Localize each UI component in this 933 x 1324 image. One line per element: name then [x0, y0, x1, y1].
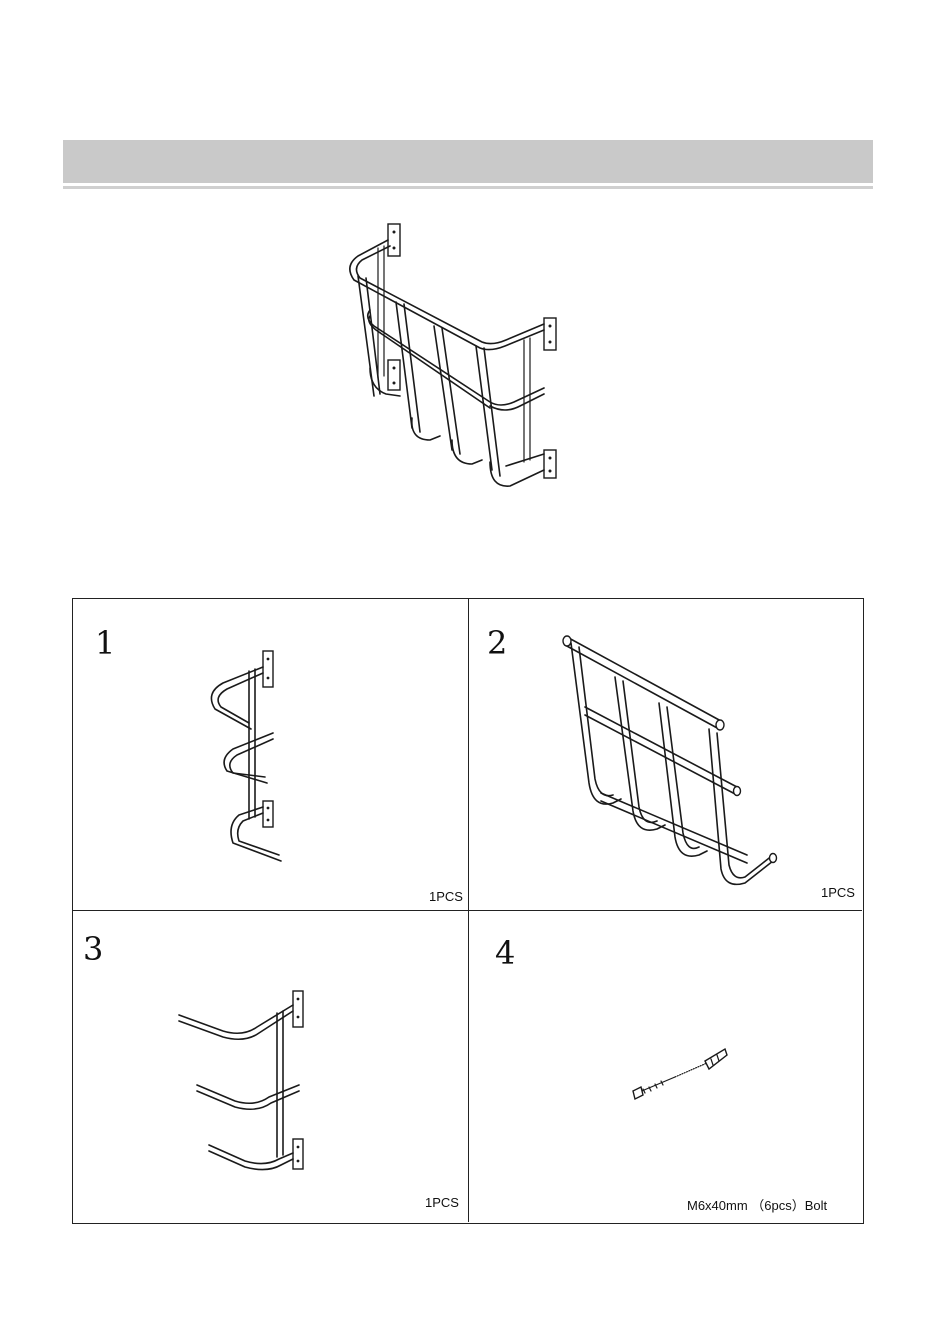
part-quantity: 1PCS — [429, 889, 463, 904]
header-rule — [63, 186, 873, 189]
assembled-rack-icon — [330, 218, 570, 508]
bolt-icon — [631, 1043, 731, 1103]
part-quantity: 1PCS — [821, 885, 855, 900]
part-cell-2: 2 1PCS — [469, 599, 862, 911]
part-cell-1: 1 1PCS — [73, 599, 469, 911]
header-band — [63, 140, 873, 183]
part-quantity: 1PCS — [425, 1195, 459, 1210]
part-number: 4 — [495, 937, 515, 969]
part-quantity: M6x40mm （6pcs）Bolt — [687, 1195, 827, 1214]
side-frame-left-icon — [193, 647, 303, 867]
front-grid-frame-icon — [561, 633, 791, 893]
parts-grid: 1 1PCS 2 — [72, 598, 864, 1224]
part-cell-4: 4 M6x40mm （6pcs）Bolt — [469, 911, 862, 1222]
part-cell-3: 3 1PCS — [73, 911, 469, 1222]
part-number: 3 — [83, 933, 103, 965]
side-frame-right-icon — [173, 987, 313, 1187]
part-number: 1 — [95, 627, 115, 659]
part-number: 2 — [487, 627, 507, 659]
